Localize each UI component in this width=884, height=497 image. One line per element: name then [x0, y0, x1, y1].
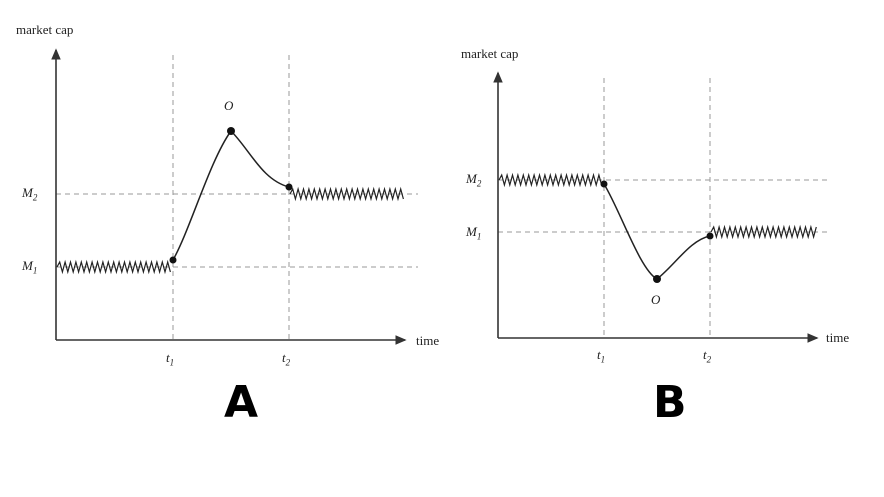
chart-a-o-label: O: [224, 98, 234, 113]
chart-a-point-t1: [169, 256, 177, 264]
chart-b-m1-label: M1: [466, 224, 482, 242]
chart-b-oscillation-m2: [498, 172, 603, 188]
chart-a-x-axis-label: time: [416, 333, 440, 348]
chart-b-x-axis-label: time: [826, 330, 850, 345]
chart-b-caption: B: [653, 377, 687, 428]
chart-b-t2-label: t2: [703, 347, 712, 365]
chart-a-caption: A: [224, 377, 259, 428]
chart-a-y-axis-label: market cap: [16, 22, 74, 37]
chart-a-m2-label: M2: [22, 185, 38, 203]
chart-a-t1-label: t1: [166, 350, 175, 368]
chart-a: [51, 48, 418, 345]
chart-b-o-label: O: [651, 292, 661, 307]
chart-a-m1-label: M1: [22, 258, 38, 276]
chart-b: [493, 71, 828, 343]
chart-a-t2-label: t2: [282, 350, 291, 368]
chart-b-t1-label: t1: [597, 347, 606, 365]
chart-a-oscillation-m1: [56, 259, 171, 275]
chart-b-point-t2: [706, 232, 714, 240]
chart-a-point-o: [227, 127, 235, 135]
chart-a-oscillation-m2: [289, 186, 404, 202]
chart-b-y-axis-label: market cap: [461, 46, 519, 61]
chart-b-gridlines: [498, 78, 828, 338]
chart-a-gridlines: [56, 55, 418, 340]
chart-a-point-t2: [285, 183, 293, 191]
chart-b-point-t1: [600, 180, 608, 188]
chart-b-point-o: [653, 275, 661, 283]
chart-b-oscillation-m1: [710, 224, 817, 240]
chart-a-curve: [172, 129, 290, 261]
chart-b-m2-label: M2: [466, 171, 482, 189]
